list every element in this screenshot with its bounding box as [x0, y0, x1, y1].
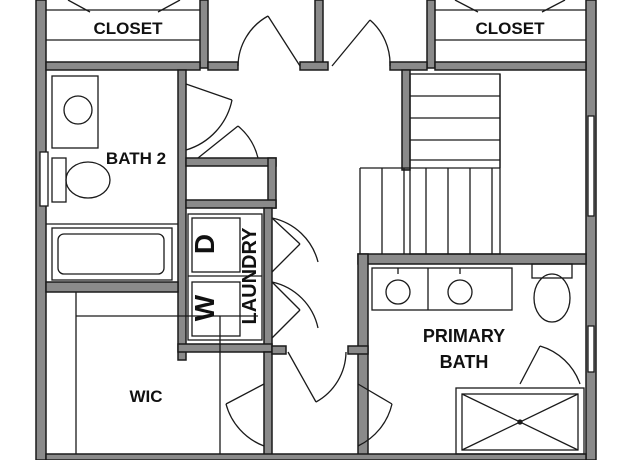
bath2-door-leaf	[185, 83, 233, 101]
fixtures	[39, 0, 595, 455]
wall-primary-top	[357, 253, 587, 265]
wall-center-divider-top	[314, 0, 324, 69]
label-washer: W	[189, 294, 220, 321]
shower-inner	[461, 393, 579, 451]
wall-laundry-bottom	[177, 343, 273, 353]
primary-entry-door-leaf	[287, 351, 317, 403]
wall-bath2-right	[177, 69, 187, 361]
label-closet-left: CLOSET	[94, 19, 164, 38]
primary-entry-door-arc	[315, 351, 347, 403]
wic-door-arc	[225, 403, 265, 447]
bed-right-door-arc	[369, 19, 391, 67]
shower-drain	[517, 419, 523, 425]
wall-closet-left-bottom	[45, 61, 201, 71]
closet-left-door-a	[67, 0, 91, 13]
hall-closet-door-arc	[237, 125, 259, 159]
label-laundry: LAUNDRY	[239, 227, 261, 325]
bath2-tub-outer	[51, 227, 173, 281]
walls	[35, 0, 597, 460]
primary-lower-door-leaf	[357, 383, 393, 405]
washer-box	[191, 281, 241, 337]
wall-laundry-right	[263, 207, 273, 353]
bed-right-door-leaf	[331, 19, 371, 67]
stair-window	[587, 115, 595, 217]
wall-bottom	[45, 453, 587, 460]
primary-window	[587, 325, 595, 373]
bath2-window	[39, 151, 49, 207]
primary-lower-door-arc	[357, 403, 393, 447]
wall-hall-closet-top	[185, 157, 277, 167]
bath2-sink	[63, 95, 93, 125]
wall-primary-left	[357, 253, 369, 460]
wall-outer-right	[585, 0, 597, 460]
shower-outer	[455, 387, 585, 455]
wall-hall-closet-bottom	[185, 199, 277, 209]
primary-shower-door-arc	[539, 345, 581, 385]
wall-closet-right-bottom	[434, 61, 587, 71]
laundry-door-arc-a	[271, 217, 319, 263]
wall-bed-left-bottom	[207, 61, 239, 71]
label-primary-bath-1: PRIMARY	[423, 326, 505, 346]
primary-sink-1	[385, 279, 411, 305]
primary-shower-door-leaf	[519, 345, 541, 385]
bed-left-door-arc	[237, 15, 269, 67]
laundry-door-a1	[271, 217, 301, 245]
primary-sink-2	[447, 279, 473, 305]
wic-door-leaf	[225, 383, 265, 405]
wall-closet-left-right	[199, 0, 209, 69]
primary-vanity	[371, 267, 513, 311]
primary-toilet-tank	[531, 263, 573, 279]
label-dryer: D	[189, 234, 220, 254]
wall-closet-right-left	[426, 0, 436, 69]
wall-stair-left	[401, 69, 411, 171]
bath2-vanity	[51, 75, 99, 149]
label-bath2: BATH 2	[106, 149, 166, 168]
label-closet-right: CLOSET	[476, 19, 546, 38]
bath2-tub-inner	[57, 233, 165, 275]
bath2-door-arc	[185, 99, 233, 151]
wall-bed-mid-bottom-a	[299, 61, 329, 71]
label-wic: WIC	[129, 387, 162, 406]
wall-wic-right	[263, 351, 273, 460]
closet-right-door-a	[454, 0, 479, 13]
laundry-door-a2	[271, 243, 301, 273]
wall-hall-lower-jamb	[271, 345, 287, 355]
label-primary-bath-2: BATH	[440, 352, 489, 372]
hall-closet-door-leaf	[197, 125, 239, 159]
wall-wic-top	[45, 281, 179, 293]
closet-left-door-b	[157, 0, 181, 13]
closet-right-door-b	[541, 0, 566, 13]
dryer-box	[191, 217, 241, 273]
primary-toilet-bowl	[533, 273, 571, 323]
wall-outer-left	[35, 0, 47, 460]
laundry-door-b2	[271, 309, 301, 339]
laundry-door-b1	[271, 281, 301, 311]
laundry-door-arc-b	[271, 281, 319, 329]
wall-bed-right-bottom	[389, 61, 428, 71]
laundry-counter	[187, 213, 263, 341]
wall-primary-left-jamb	[347, 345, 369, 355]
bed-left-door-leaf	[267, 15, 301, 67]
bath2-toilet-bowl	[65, 161, 111, 199]
